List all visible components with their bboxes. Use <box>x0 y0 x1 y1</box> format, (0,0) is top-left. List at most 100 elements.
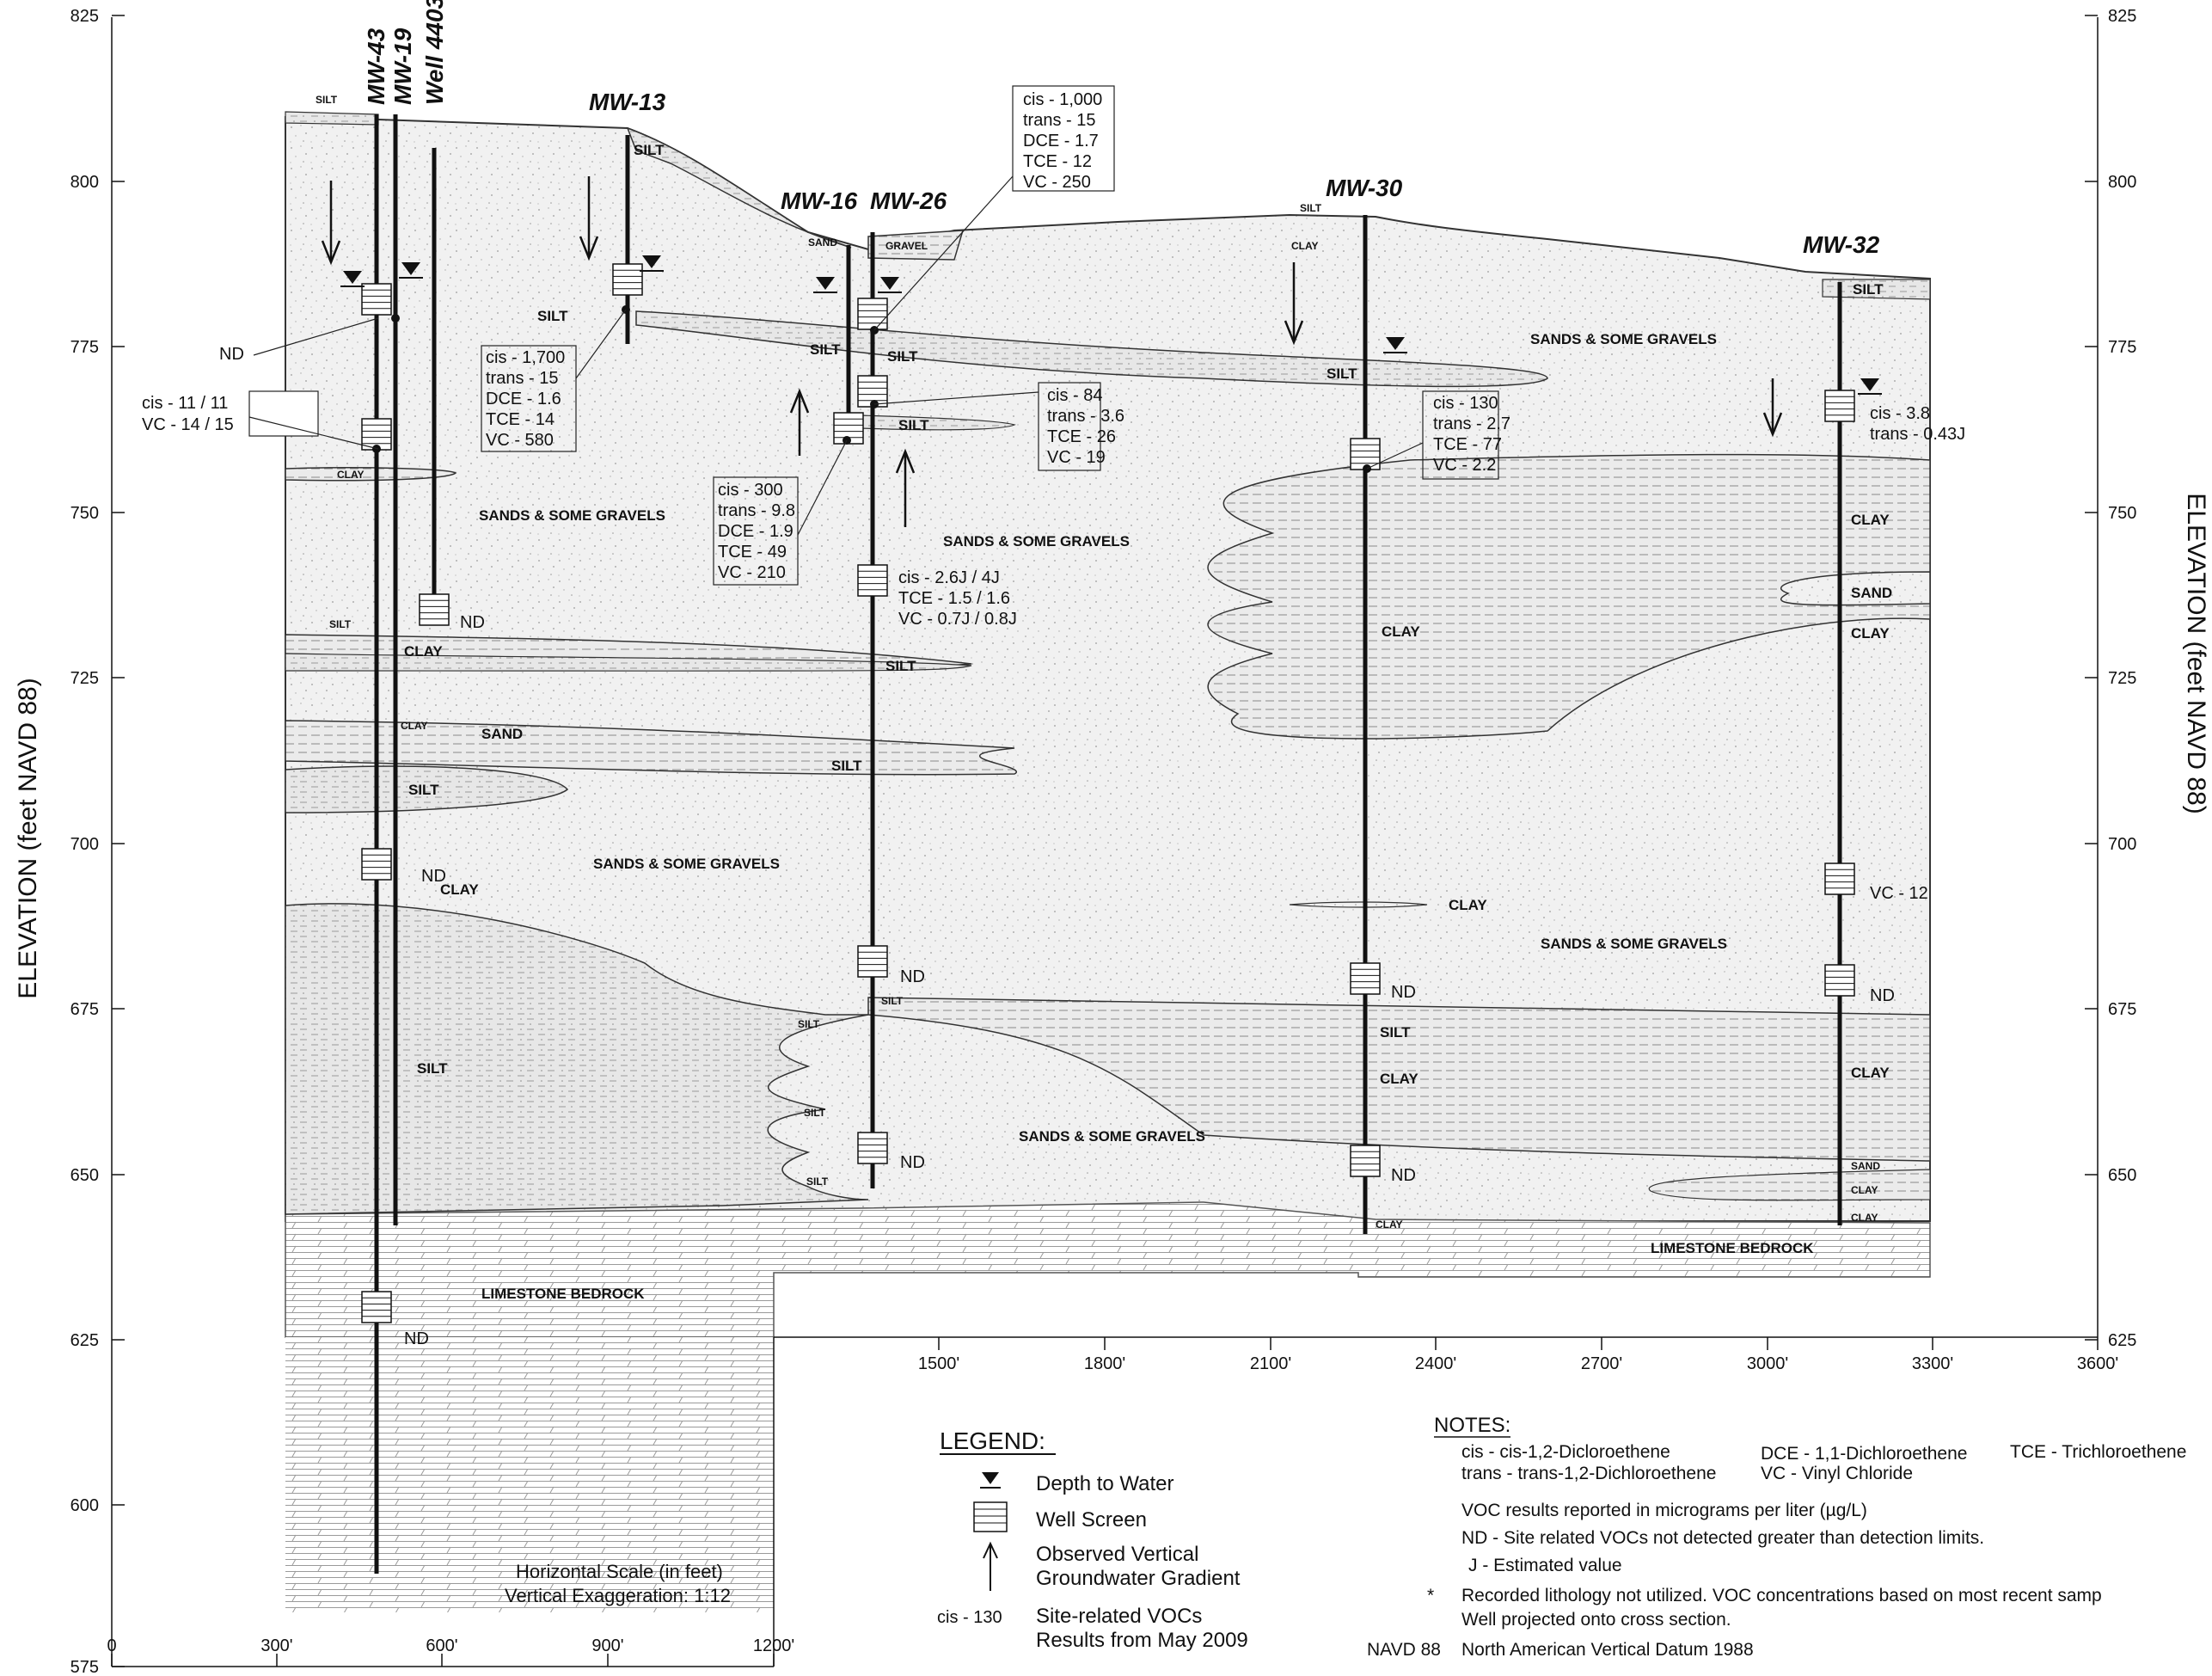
voc-mw43-line1: cis - 11 / 11 <box>142 394 228 413</box>
bottom-tick-label: 600' <box>426 1636 457 1655</box>
well-label-mw19: MW-19 <box>389 28 416 105</box>
silt-clay-band-right <box>867 997 1931 1162</box>
silt-thin-mw32 <box>1822 279 1931 300</box>
inset-tick-label: 1500' <box>918 1354 959 1373</box>
legend-arrow-icon <box>983 1541 998 1591</box>
label-silt-lower-1: SILT <box>798 1018 820 1030</box>
label-silt-lower-left: SILT <box>417 1060 448 1077</box>
inset-tick-label: 3300' <box>1912 1354 1953 1373</box>
voc-results: ND cis - 11 / 11 VC - 14 / 15 cis - 1,70… <box>142 85 1965 1348</box>
well-screens <box>361 263 1855 1323</box>
well-screen-icon <box>1824 964 1855 997</box>
note-tce: TCE - Trichloroethene <box>2010 1442 2186 1462</box>
label-clay-mw32-1: CLAY <box>1851 512 1890 528</box>
note-trans: trans - trans-1,2-Dichloroethene <box>1461 1464 1716 1483</box>
right-tick-label: 625 <box>2108 1331 2136 1350</box>
label-clay-mid: CLAY <box>1449 897 1487 913</box>
note-nd: ND - Site related VOCs not detected grea… <box>1461 1528 1984 1548</box>
label-silt-left-mid: SILT <box>329 618 352 630</box>
water-level-icon <box>640 255 664 272</box>
water-level-icon <box>878 277 902 293</box>
label-bedrock-right: LIMESTONE BEDROCK <box>1651 1240 1814 1256</box>
notes-title: NOTES: <box>1434 1414 1510 1437</box>
voc-mw30-line4: VC - 2.2 <box>1433 456 1496 475</box>
legend-voc-label-2: Results from May 2009 <box>1036 1629 1248 1652</box>
label-silt-mw30-low: SILT <box>1380 1024 1411 1041</box>
legend-gradient-label-1: Observed Vertical <box>1036 1543 1198 1566</box>
sand-clay-lenses-right <box>1648 1169 1931 1201</box>
scale-horizontal: Horizontal Scale (in feet) <box>516 1561 723 1582</box>
nd-mw32-mid: ND <box>1870 986 1895 1005</box>
note-star: Recorded lithology not utilized. VOC con… <box>1461 1586 2102 1605</box>
limestone-bedrock-deep <box>285 1337 774 1612</box>
voc-mw26-mid-line2: trans - 3.6 <box>1047 407 1124 426</box>
label-silt-left-center: SILT <box>831 758 862 774</box>
y-axis-title-left: ELEVATION (feet NAVD 88) <box>14 678 42 998</box>
water-level-icon <box>813 277 837 293</box>
label-clay-sand-clay: CLAY <box>401 720 428 732</box>
label-clay-mw32-2: CLAY <box>1851 625 1890 642</box>
silt-deep <box>285 903 869 1215</box>
left-tick-label: 650 <box>70 1166 99 1185</box>
label-silt-mw32-top: SILT <box>1853 281 1884 298</box>
label-clay-mw43-low: CLAY <box>440 881 479 898</box>
label-sands-bottom: SANDS & SOME GRAVELS <box>1019 1128 1205 1145</box>
well-screen-icon <box>857 564 888 597</box>
voc-mw26-mid-line1: cis - 84 <box>1047 386 1102 405</box>
well-screen-icon <box>612 263 643 296</box>
inset-tick-label: 2700' <box>1581 1354 1622 1373</box>
nd-mw43-top: ND <box>219 345 244 364</box>
label-sands-lower-right: SANDS & SOME GRAVELS <box>1541 936 1727 952</box>
voc-mw13-line4: TCE - 14 <box>486 410 555 429</box>
well-label-mw16: MW-16 <box>781 187 858 214</box>
note-navd: North American Vertical Datum 1988 <box>1461 1640 1754 1660</box>
limestone-bedrock <box>285 1201 1931 1338</box>
legend: LEGEND: Depth to Water Well Screen Obser… <box>937 1427 1248 1652</box>
label-silt-left-lens: SILT <box>408 782 439 798</box>
silt-thin-top <box>285 111 379 126</box>
legend-screen-icon <box>973 1501 1008 1532</box>
voc-mw30-line1: cis - 130 <box>1433 394 1498 413</box>
right-tick-label: 750 <box>2108 504 2136 523</box>
y-axis-title-right: ELEVATION (feet NAVD 88) <box>2182 493 2210 813</box>
left-tick-label: 825 <box>70 7 99 26</box>
right-tick-label: 825 <box>2108 7 2136 26</box>
clay-sand-band <box>285 720 1017 776</box>
voc-mw13-line3: DCE - 1.6 <box>486 390 561 408</box>
note-cis: cis - cis-1,2-Dicloroethene <box>1461 1442 1670 1462</box>
voc-mw26-mid-line3: TCE - 26 <box>1047 427 1116 446</box>
right-tick-label: 700 <box>2108 835 2136 854</box>
label-sands-lower-left: SANDS & SOME GRAVELS <box>593 856 780 872</box>
label-clay-center: CLAY <box>1382 623 1420 640</box>
bottom-tick-label: 1200' <box>753 1636 794 1655</box>
gravel-pocket <box>867 230 965 261</box>
bottom-tick-label: 0 <box>107 1636 116 1655</box>
label-clay-mw30-bottom: CLAY <box>1376 1219 1403 1231</box>
label-silt-mw30-top: SILT <box>1300 202 1322 214</box>
well-screen-icon <box>361 848 392 881</box>
legend-screen-label: Well Screen <box>1036 1508 1147 1532</box>
label-clay-mw32-bottom: CLAY <box>1851 1212 1878 1224</box>
voc-mw43-line2: VC - 14 / 15 <box>142 415 234 434</box>
voc-mw26-low-line1: cis - 2.6J / 4J <box>898 568 1000 587</box>
silt-lens-mw26 <box>859 414 1016 431</box>
nd-mw43-low: ND <box>404 1329 429 1348</box>
left-tick-label: 800 <box>70 173 99 192</box>
label-sands-left: SANDS & SOME GRAVELS <box>479 507 665 524</box>
well-label-mw43: MW-43 <box>363 28 389 105</box>
bottom-tick-label: 300' <box>260 1636 292 1655</box>
label-silt-left-mid2: SILT <box>885 658 916 674</box>
label-silt-mw16: SILT <box>810 341 841 358</box>
clay-body-center <box>1207 453 1931 740</box>
gradient-arrow-icon <box>1284 262 1304 346</box>
silt-lens-mid <box>285 653 972 672</box>
voc-mw26-top-line4: TCE - 12 <box>1023 152 1092 171</box>
voc-mw13-line2: trans - 15 <box>486 369 558 388</box>
label-clay-mw30-top: CLAY <box>1291 240 1319 252</box>
well-label-4403: Well 4403* <box>421 0 448 105</box>
label-clay-mw32-low: CLAY <box>1851 1065 1890 1081</box>
inset-tick-label: 1800' <box>1084 1354 1125 1373</box>
